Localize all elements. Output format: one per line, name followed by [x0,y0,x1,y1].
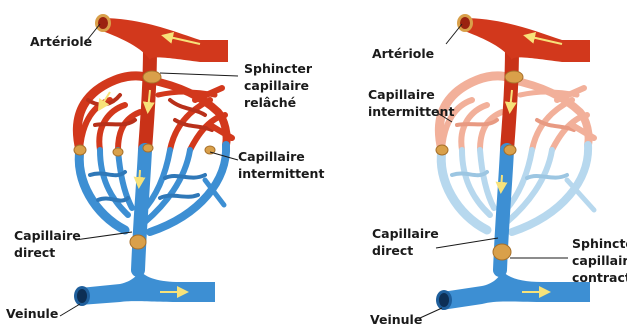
left-direct-line-2: direct [14,245,55,260]
left-intermittent-line-1: Capillaire [238,149,305,164]
right-label-veinule: Veinule [370,312,422,325]
right-intermittent-line-1: Capillaire [368,87,435,102]
left-direct-line-1: Capillaire [14,228,81,243]
left-label-veinule: Veinule [6,306,58,321]
right-capillary-network-venous [441,145,594,232]
left-sphincter-line-1: Sphincter [244,61,313,76]
left-sphincter-line-2: capillaire [244,78,309,93]
left-label-intermittent: Capillaire intermittent [238,149,324,181]
right-label-direct: Capillaire direct [372,226,443,258]
right-label-intermittent: Capillaire intermittent [368,87,454,119]
right-direct-line-1: Capillaire [372,226,439,241]
left-venule-vessel [74,270,215,306]
left-arteriole-vessel [95,14,228,62]
left-sphincter-lower [130,235,146,249]
right-venule-vessel [436,270,590,310]
left-direct-capillary [138,150,145,270]
right-sphincter-line-3: contract [572,270,627,285]
right-sphincter-line-1: Sphincte [572,236,627,251]
left-label-arteriole: Artériole [30,34,92,49]
right-label-arteriole: Artériole [372,46,434,61]
right-label-sphincter: Sphincte capillair contract [572,236,627,285]
left-intermittent-line-2: intermittent [238,166,324,181]
left-panel: Artériole Sphincter capillaire relâché C… [6,14,324,321]
right-direct-line-2: direct [372,243,413,258]
left-sphincter-relaxed [143,71,161,83]
right-arteriole-vessel [457,14,590,62]
right-panel: Artériole Capillaire intermittent Capill… [368,14,627,325]
right-sphincter-contracted [493,244,511,260]
left-sphincter-line-3: relâché [244,95,296,110]
right-sphincter-line-2: capillair [572,253,627,268]
left-label-direct: Capillaire direct [14,228,85,260]
right-intermittent-line-2: intermittent [368,104,454,119]
left-label-sphincter: Sphincter capillaire relâché [244,61,316,110]
left-capillary-network-venous [79,145,226,232]
